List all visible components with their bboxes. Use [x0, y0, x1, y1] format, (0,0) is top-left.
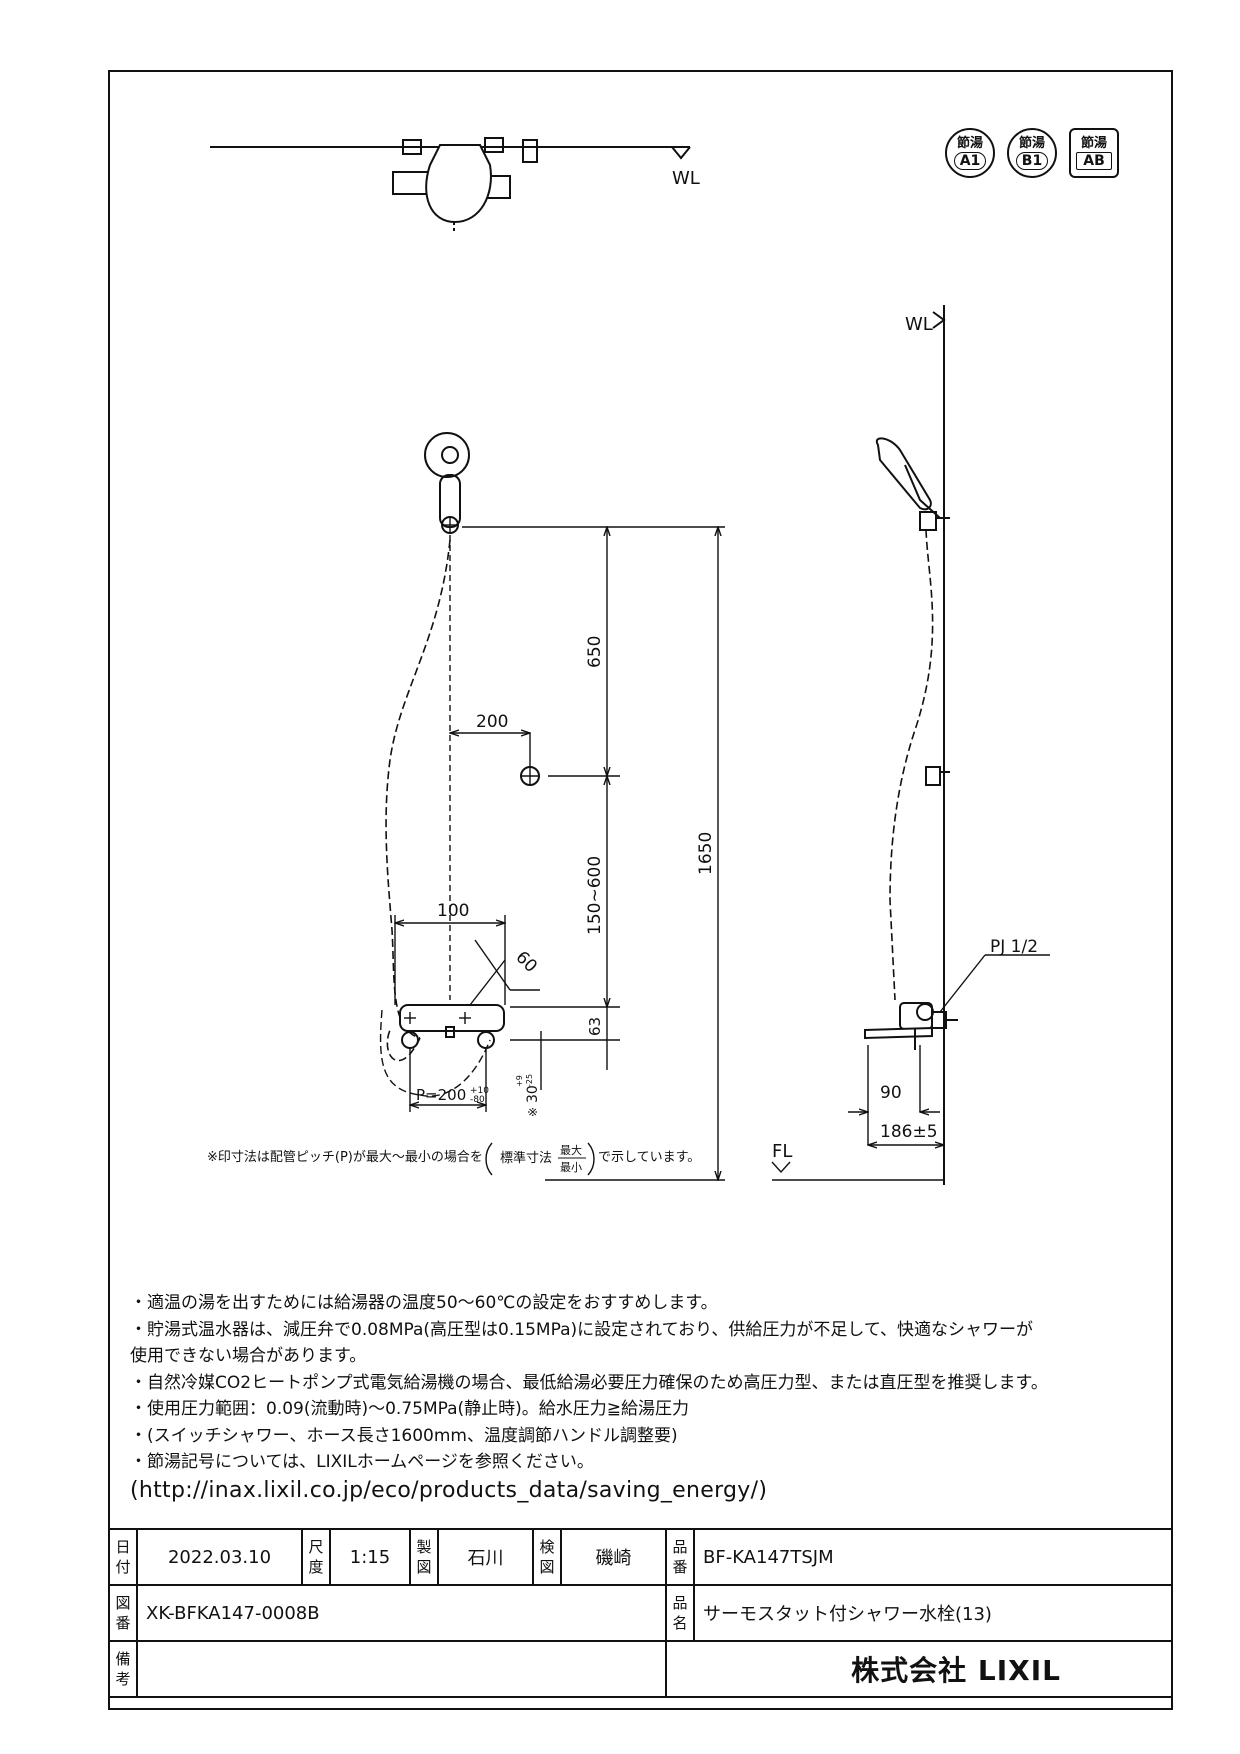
note-7: ・節湯記号については、LIXILホームページを参照ください。 — [130, 1452, 594, 1472]
mixer-body-side — [899, 1002, 933, 1030]
dim-pitch-tol-plus: +10 — [470, 1086, 489, 1096]
note-2: ・貯湯式温水器は、減圧弁で0.08MPa(高圧型は0.15MPa)に設定されてお… — [130, 1319, 1034, 1340]
dim-30: 30 — [525, 1085, 541, 1103]
plan-left-bracket — [402, 139, 422, 155]
footnote-standard: 標準寸法 — [500, 1150, 552, 1166]
badge-saving-ab: 節湯 AB — [1069, 128, 1119, 178]
dim-60: 60 — [511, 947, 540, 976]
side-dim-186: 186±5 — [880, 1122, 938, 1142]
footnote-prefix: ※印寸法は配管ピッチ(P)が最大～最小の場合を — [207, 1150, 483, 1165]
dim-100: 100 — [437, 901, 469, 921]
badge-saving-a1: 節湯 A1 — [945, 128, 995, 178]
title-row-3: 備考 株式会社 LIXIL — [108, 1640, 1173, 1698]
note-6: ・(スイッチシャワー、ホース長さ1600mm、温度調節ハンドル調整要) — [130, 1425, 678, 1446]
badge-b1-bottom: B1 — [1015, 152, 1049, 170]
plan-hook — [522, 139, 538, 163]
note-1: ・適温の湯を出すためには給湯器の温度50～60℃の設定をおすすめします。 — [130, 1293, 718, 1313]
shower-hose-side — [889, 529, 934, 1001]
plan-spout — [425, 144, 492, 224]
drawn-label: 製図 — [409, 1528, 439, 1586]
front-footnote: ※印寸法は配管ピッチ(P)が最大～最小の場合を 標準寸法 最大 最小 で示してい… — [207, 1142, 700, 1176]
dim-150-600: 150~600 — [585, 856, 605, 935]
checked-by: 磯崎 — [560, 1528, 667, 1586]
product-name: サーモスタット付シャワー水栓(13) — [693, 1584, 1173, 1642]
side-dim-90: 90 — [880, 1083, 902, 1103]
plan-wl-label: WL — [672, 168, 700, 189]
plan-wl-triangle — [671, 146, 691, 160]
dim-pitch: P=200 — [416, 1086, 466, 1104]
footnote-suffix: で示しています。 — [598, 1150, 700, 1165]
scale-value: 1:15 — [329, 1528, 411, 1586]
plan-view — [210, 137, 691, 232]
footnote-min: 最小 — [560, 1161, 582, 1174]
part-no-label: 品番 — [665, 1528, 695, 1586]
side-pj-label: PJ 1/2 — [990, 937, 1038, 957]
scale-label: 尺度 — [301, 1528, 331, 1586]
remarks-label: 備考 — [108, 1640, 138, 1698]
drawing-no: XK-BFKA147-0008B — [136, 1584, 667, 1642]
dim-63: 63 — [586, 1017, 604, 1036]
remarks-value — [136, 1640, 667, 1698]
mixer-body-front — [399, 1004, 505, 1032]
checked-label: 検図 — [532, 1528, 562, 1586]
title-row-2: 図番 XK-BFKA147-0008B 品名 サーモスタット付シャワー水栓(13… — [108, 1584, 1173, 1642]
dim-pitch-tol-minus: -80 — [470, 1095, 485, 1105]
dim-200: 200 — [476, 712, 508, 732]
shower-head-side — [875, 437, 932, 511]
left-leg — [401, 1031, 419, 1049]
side-view — [771, 305, 1050, 1185]
front-view — [379, 432, 540, 1097]
drawn-by: 石川 — [437, 1528, 534, 1586]
dim-650: 650 — [585, 636, 605, 668]
shower-head-inner — [441, 446, 459, 464]
side-spout — [864, 1026, 933, 1040]
date-value: 2022.03.10 — [136, 1528, 303, 1586]
badge-saving-b1: 節湯 B1 — [1007, 128, 1057, 178]
badge-b1-top: 節湯 — [1018, 136, 1045, 151]
side-upper-hook — [919, 511, 937, 531]
shower-head — [424, 432, 470, 478]
title-block: 日付 2022.03.10 尺度 1:15 製図 石川 検図 磯崎 品番 BF-… — [108, 1528, 1173, 1698]
name-label: 品名 — [665, 1584, 695, 1642]
note-5: ・使用圧力範囲：0.09(流動時)～0.75MPa(静止時)。給水圧力≧給湯圧力 — [130, 1399, 690, 1419]
date-label: 日付 — [108, 1528, 138, 1586]
dim-30-tol-minus: -25 — [525, 1074, 534, 1087]
dim-1650: 1650 — [696, 832, 716, 875]
side-lower-hook — [925, 766, 941, 786]
company-name: 株式会社 LIXIL — [665, 1640, 1173, 1698]
note-3: 使用できない場合があります。 — [130, 1346, 367, 1366]
front-dimensions — [395, 527, 725, 1180]
notes-url: (http://inax.lixil.co.jp/eco/products_da… — [130, 1477, 768, 1503]
note-4: ・自然冷媒CO2ヒートポンプ式電気給湯機の場合、最低給湯必要圧力確保のため高圧力… — [130, 1372, 1048, 1393]
dim-30-tol-plus: +9 — [515, 1075, 524, 1087]
plan-right-bracket — [484, 137, 504, 153]
title-row-1: 日付 2022.03.10 尺度 1:15 製図 石川 検図 磯崎 品番 BF-… — [108, 1528, 1173, 1586]
technical-drawing: WL — [207, 137, 1050, 1185]
right-leg — [477, 1031, 495, 1049]
side-wl-triangle — [932, 311, 946, 329]
side-wl-label: WL — [905, 314, 933, 335]
drawing-no-label: 図番 — [108, 1584, 138, 1642]
drawing-sheet — [108, 70, 1173, 1710]
badge-a1-top: 節湯 — [956, 136, 983, 151]
dim-30-prefix: ※ — [526, 1107, 540, 1117]
notes-block: ・適温の湯を出すためには給湯器の温度50～60℃の設定をおすすめします。 ・貯湯… — [130, 1290, 1110, 1504]
part-no: BF-KA147TSJM — [693, 1528, 1173, 1586]
badge-a1-bottom: A1 — [953, 152, 987, 170]
badge-ab-bottom: AB — [1076, 152, 1112, 170]
badge-ab-top: 節湯 — [1080, 136, 1107, 151]
side-fl-label: FL — [772, 1141, 792, 1162]
footnote-max: 最大 — [560, 1143, 582, 1157]
